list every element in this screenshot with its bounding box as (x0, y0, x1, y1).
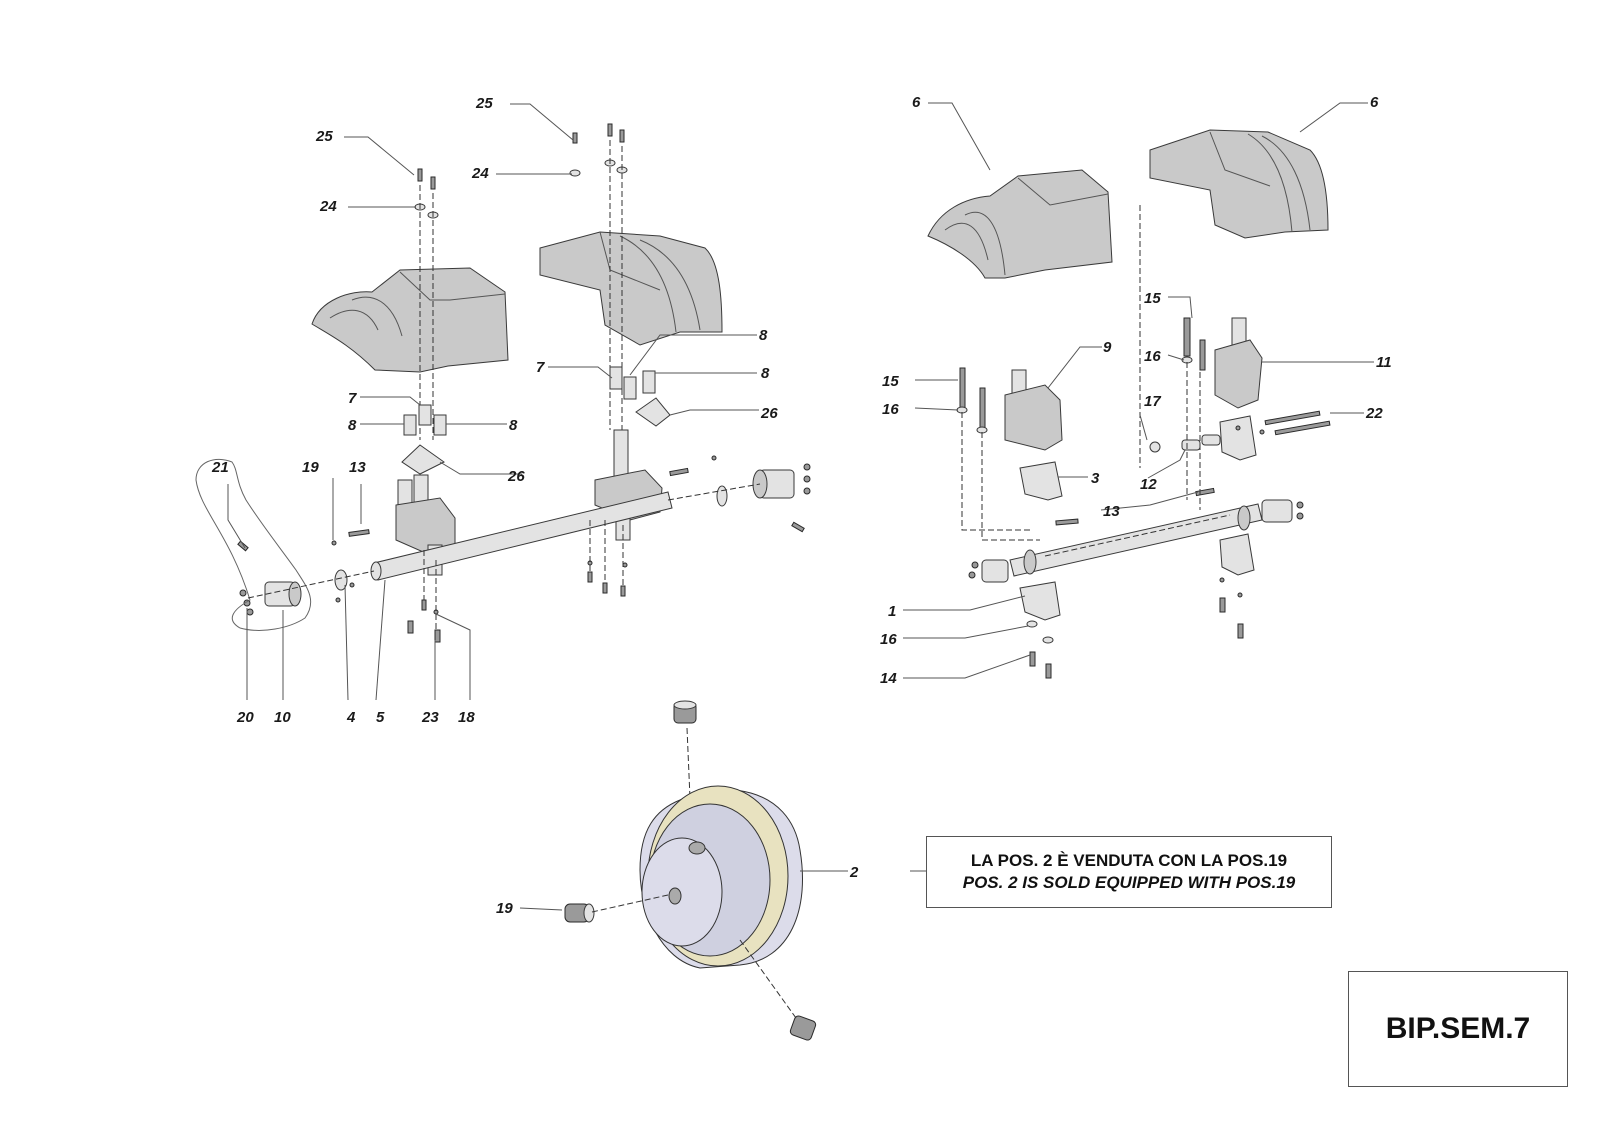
callout-24: 24 (319, 198, 337, 215)
callout-20: 20 (236, 709, 254, 726)
callout-26: 26 (507, 468, 525, 485)
bracket-9 (956, 367, 1063, 451)
wheel-assembly (564, 700, 817, 1041)
callout-7: 7 (348, 390, 357, 407)
callout-25: 25 (475, 95, 493, 112)
callout-16: 16 (882, 401, 899, 418)
callout-labels: 25 24 25 24 7 8 8 26 7 8 8 26 21 19 13 2… (211, 94, 1392, 917)
callout-9: 9 (1103, 339, 1112, 356)
callout-2: 2 (849, 864, 859, 881)
left-assembly (195, 123, 811, 643)
callout-8: 8 (509, 417, 518, 434)
callout-10: 10 (274, 709, 291, 726)
callout-6: 6 (912, 94, 921, 111)
callout-5: 5 (376, 709, 385, 726)
callout-15: 15 (882, 373, 899, 390)
callout-8: 8 (759, 327, 768, 344)
callout-14: 14 (880, 670, 897, 687)
callout-22: 22 (1365, 405, 1383, 422)
cover-left-back (539, 231, 723, 346)
callout-11: 11 (1376, 354, 1392, 371)
callout-1: 1 (888, 603, 896, 620)
hubs-right (968, 499, 1304, 583)
drawing-code: BIP.SEM.7 (1385, 1012, 1531, 1045)
screws-top-left (414, 123, 628, 219)
callout-15: 15 (1144, 290, 1161, 307)
right-assembly (927, 129, 1331, 679)
bracket-11 (1181, 317, 1263, 409)
callout-13: 13 (349, 459, 366, 476)
callout-16: 16 (1144, 348, 1161, 365)
screws-bottom-right (1026, 577, 1244, 679)
hub-left (195, 458, 312, 631)
callout-8: 8 (761, 365, 770, 382)
drawing-code-box: BIP.SEM.7 (1348, 971, 1568, 1087)
callout-3: 3 (1091, 470, 1100, 487)
callout-24: 24 (471, 165, 489, 182)
bushings-left (401, 366, 671, 475)
washer-19 (331, 540, 355, 603)
callout-16: 16 (880, 631, 897, 648)
cover-right-back (1149, 129, 1329, 239)
callout-23: 23 (421, 709, 439, 726)
clamp-blocks (1019, 415, 1257, 621)
callout-8: 8 (348, 417, 357, 434)
callout-12: 12 (1140, 476, 1157, 493)
callout-19: 19 (496, 900, 513, 917)
hub-right-left-assembly (669, 455, 811, 533)
callout-13: 13 (1103, 503, 1120, 520)
cover-right-front (927, 169, 1113, 279)
callout-26: 26 (760, 405, 778, 422)
callout-18: 18 (458, 709, 475, 726)
callout-25: 25 (315, 128, 333, 145)
callout-21: 21 (211, 459, 229, 476)
callout-17: 17 (1144, 393, 1161, 410)
callout-7: 7 (536, 359, 545, 376)
cover-left-front (311, 267, 509, 373)
note-box: LA POS. 2 È VENDUTA CON LA POS.19 POS. 2… (926, 836, 1332, 908)
note-english: POS. 2 IS SOLD EQUIPPED WITH POS.19 (962, 873, 1296, 892)
callout-6: 6 (1370, 94, 1379, 111)
screws-bottom-left (407, 560, 628, 643)
pins-22 (1235, 410, 1331, 436)
callout-19: 19 (302, 459, 319, 476)
callout-4: 4 (346, 709, 356, 726)
note-italian: LA POS. 2 È VENDUTA CON LA POS.19 (970, 851, 1288, 870)
leader-lines (227, 102, 1374, 911)
